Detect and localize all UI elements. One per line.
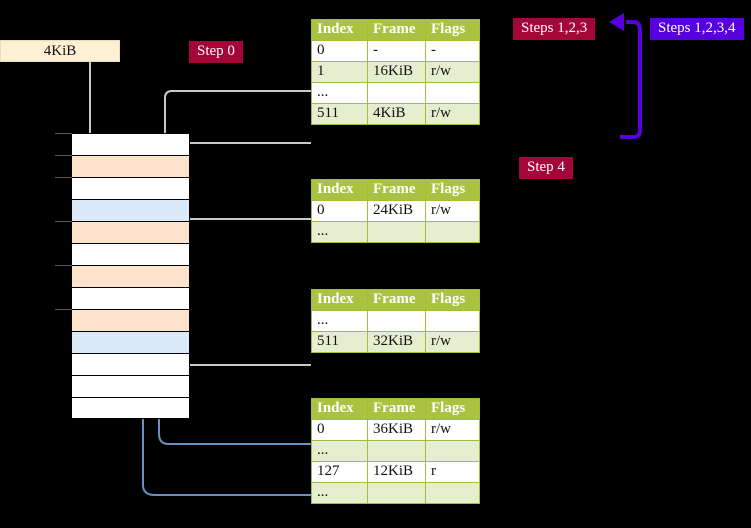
column-header-frame: Frame [367, 179, 426, 201]
table-cell [367, 82, 426, 104]
physical-memory-column [71, 133, 190, 419]
column-header-index: Index [311, 398, 368, 420]
table-cell [367, 310, 426, 332]
table-row: ... [311, 82, 480, 104]
table-cell [367, 221, 426, 243]
table-cell: r/w [425, 200, 480, 222]
table-cell: r/w [425, 103, 480, 125]
memory-frame-row [71, 265, 190, 287]
table-row: ... [311, 310, 480, 332]
memory-tick [55, 177, 72, 178]
table-cell: ... [311, 82, 368, 104]
table-cell [367, 482, 426, 504]
table-cell: 1 [311, 61, 368, 83]
memory-frame-row [71, 199, 190, 221]
steps-bracket-arrow [609, 13, 642, 139]
memory-frame-row [71, 133, 190, 155]
memory-tick [55, 155, 72, 156]
column-header-flags: Flags [425, 289, 480, 311]
table-cell [425, 482, 480, 504]
table-cell: - [425, 40, 480, 62]
column-header-index: Index [311, 289, 368, 311]
table-row: ... [311, 482, 480, 504]
table-cell: 127 [311, 461, 368, 483]
table-cell: r/w [425, 331, 480, 353]
column-header-flags: Flags [425, 179, 480, 201]
table-cell [425, 82, 480, 104]
badge-steps-123: Steps 1,2,3 [513, 18, 596, 40]
table-cell: 4KiB [367, 103, 426, 125]
table-cell: 36KiB [367, 419, 426, 441]
table-cell: 24KiB [367, 200, 426, 222]
table-row: ... [311, 440, 480, 462]
column-header-index: Index [311, 19, 368, 41]
badge-steps-1234: Steps 1,2,3,4 [650, 18, 744, 40]
table-cell: - [367, 40, 426, 62]
memory-frame-row [71, 309, 190, 331]
table-row: 0-- [311, 40, 480, 62]
memory-tick [55, 133, 72, 134]
memory-frame-row [71, 177, 190, 199]
memory-frame-row [71, 353, 190, 375]
memory-tick [55, 265, 72, 266]
table-cell [425, 310, 480, 332]
memory-frame-row [71, 287, 190, 309]
badge-step-4: Step 4 [519, 157, 573, 179]
table-cell: 0 [311, 200, 368, 222]
table-cell: r [425, 461, 480, 483]
table-cell: ... [311, 221, 368, 243]
table-cell [425, 221, 480, 243]
table-cell [367, 440, 426, 462]
table-cell: 0 [311, 419, 368, 441]
column-header-frame: Frame [367, 398, 426, 420]
column-header-index: Index [311, 179, 368, 201]
memory-frame-row [71, 243, 190, 265]
column-header-frame: Frame [367, 19, 426, 41]
column-header-flags: Flags [425, 19, 480, 41]
memory-frame-row [71, 155, 190, 177]
table-cell: ... [311, 440, 368, 462]
memory-frame-row [71, 375, 190, 397]
table-cell: 32KiB [367, 331, 426, 353]
table-row: ... [311, 221, 480, 243]
size-label-box: 4KiB [0, 40, 120, 62]
memory-frame-row [71, 221, 190, 243]
memory-frame-row [71, 397, 190, 419]
table-cell: ... [311, 310, 368, 332]
table-cell: 12KiB [367, 461, 426, 483]
table-cell: 16KiB [367, 61, 426, 83]
badge-step-0: Step 0 [189, 41, 243, 63]
table-cell: 511 [311, 331, 368, 353]
wire-pd-to-memory [158, 309, 311, 366]
memory-tick [55, 221, 72, 222]
memory-frame-row [71, 331, 190, 353]
table-cell: 511 [311, 103, 368, 125]
column-header-flags: Flags [425, 398, 480, 420]
column-header-frame: Frame [367, 289, 426, 311]
table-cell: r/w [425, 419, 480, 441]
memory-tick [55, 309, 72, 310]
table-cell: 0 [311, 40, 368, 62]
table-cell: r/w [425, 61, 480, 83]
table-cell [425, 440, 480, 462]
table-cell: ... [311, 482, 368, 504]
wire-pdpt-to-memory [170, 218, 311, 257]
